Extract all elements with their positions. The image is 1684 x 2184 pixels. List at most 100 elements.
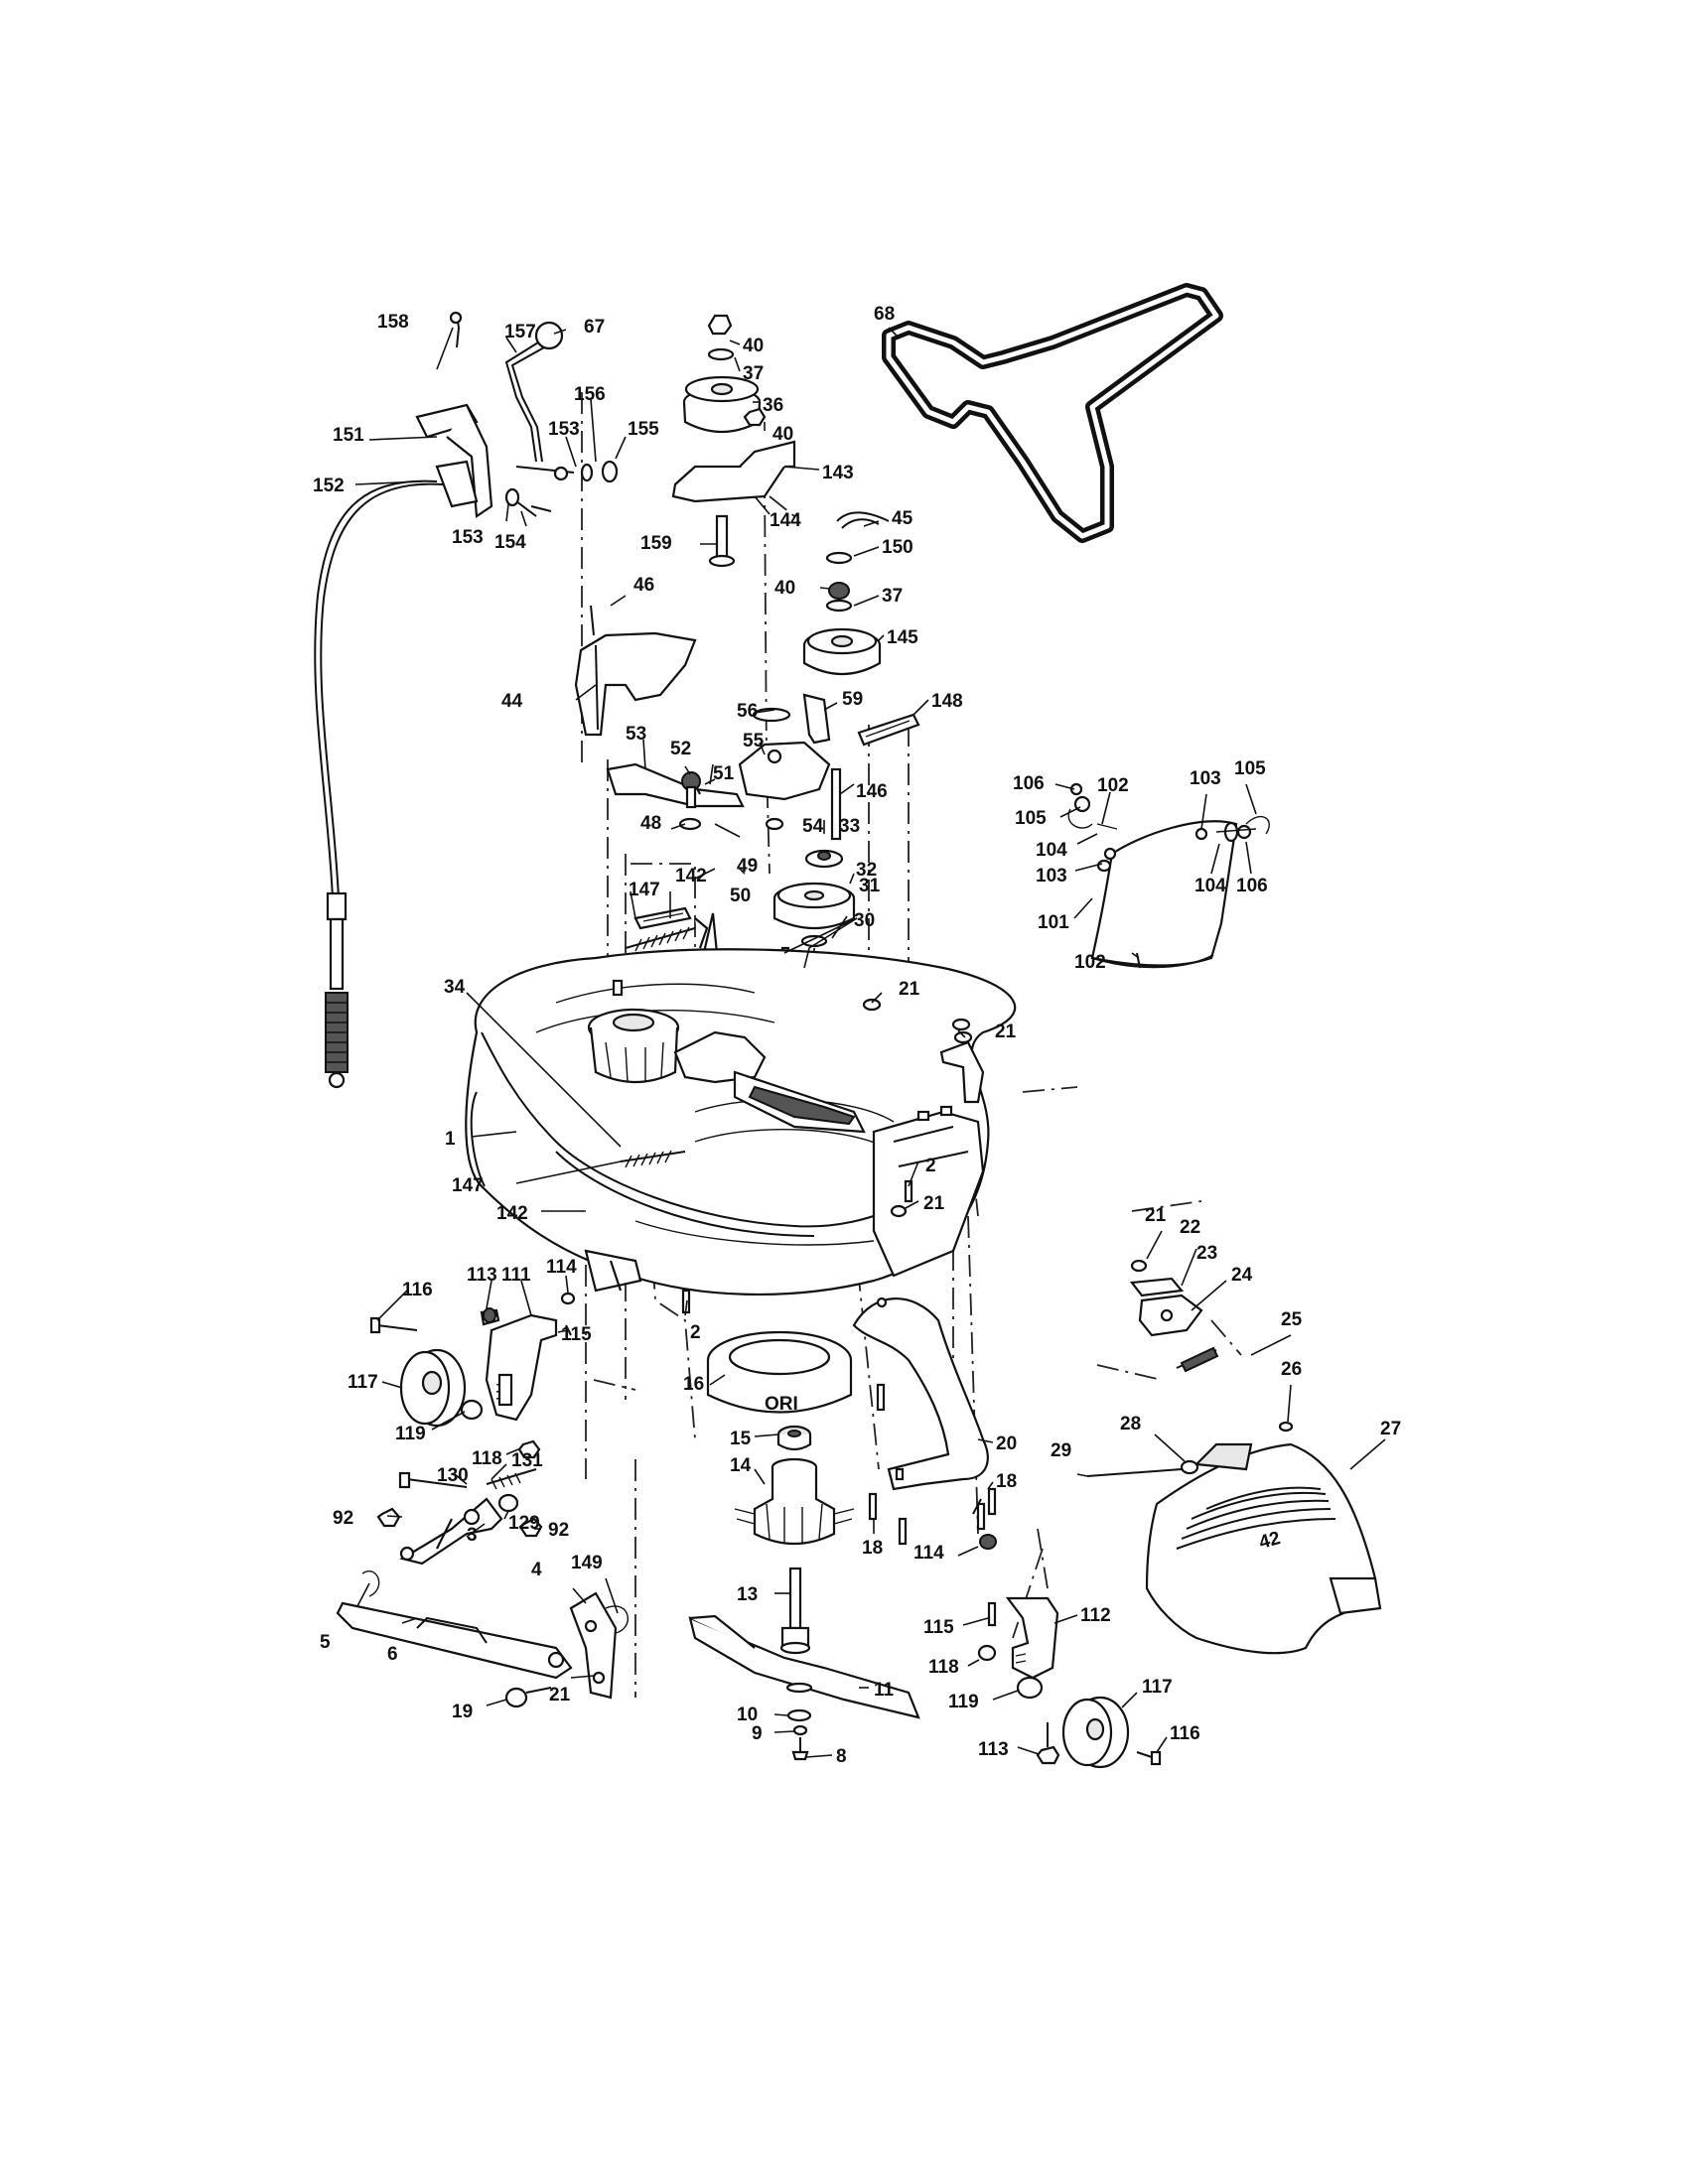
callout-24: 24 [1231, 1265, 1253, 1286]
callout-154: 154 [494, 532, 526, 553]
callout-111: 111 [501, 1265, 531, 1286]
callout-27: 27 [1380, 1419, 1401, 1439]
callout-116-b: 116 [1170, 1723, 1200, 1744]
callout-23: 23 [1196, 1243, 1217, 1264]
callout-118-b: 118 [928, 1657, 959, 1678]
callout-153-lower: 153 [452, 527, 484, 548]
callout-21-e: 21 [549, 1685, 571, 1706]
callout-50: 50 [730, 886, 751, 906]
callout-21: 21 [899, 979, 920, 1000]
callout-117-b: 117 [1142, 1677, 1173, 1698]
callout-54: 54 [802, 816, 824, 837]
callout-37-b: 37 [882, 586, 903, 607]
callout-119-b: 119 [948, 1692, 979, 1712]
callout-103: 103 [1190, 768, 1221, 789]
callout-46: 46 [633, 575, 654, 596]
callout-101: 101 [1038, 912, 1069, 933]
idler-arm-cluster [606, 693, 920, 1029]
callout-15: 15 [730, 1429, 752, 1449]
drive-belt [882, 283, 1223, 543]
deck-right-hardware [862, 998, 985, 1218]
callout-4: 4 [531, 1560, 542, 1580]
mower-deck-housing [465, 948, 1017, 1297]
callout-34: 34 [444, 977, 466, 998]
callout-5: 5 [320, 1632, 331, 1653]
callout-158: 158 [377, 312, 409, 333]
rear-hanger-bracket [1129, 1259, 1294, 1433]
callout-51: 51 [713, 763, 735, 784]
callout-68: 68 [874, 304, 895, 325]
right-gauge-wheel-assembly [977, 1534, 1162, 1769]
callout-156: 156 [574, 384, 606, 405]
callout-103-b: 103 [1036, 866, 1067, 887]
callout-33: 33 [839, 816, 860, 837]
callout-115: 115 [561, 1324, 592, 1345]
callout-10: 10 [737, 1705, 758, 1725]
callout-32: 32 [856, 860, 877, 881]
callout-105-b: 105 [1015, 808, 1047, 829]
callout-147: 147 [629, 880, 660, 900]
callout-142-b: 142 [496, 1203, 528, 1224]
callout-2-b: 2 [690, 1322, 701, 1343]
callout-31: 31 [859, 876, 881, 896]
callout-19: 19 [452, 1702, 473, 1722]
pulley-16-marking: ORI [765, 1394, 798, 1415]
callout-2: 2 [925, 1156, 936, 1176]
callout-113: 113 [467, 1265, 497, 1286]
callout-21-d: 21 [1145, 1205, 1167, 1226]
callout-59: 59 [842, 689, 863, 710]
callout-104-b: 104 [1194, 876, 1226, 896]
callout-114: 114 [546, 1257, 577, 1278]
callout-45: 45 [892, 508, 913, 529]
callout-145: 145 [887, 627, 918, 648]
callout-148: 148 [931, 691, 963, 712]
callout-130: 130 [437, 1465, 469, 1486]
callout-48: 48 [640, 813, 661, 834]
callout-144: 144 [770, 510, 801, 531]
deck-baffle-20 [681, 1289, 997, 1546]
belt-guide-44 [574, 605, 697, 737]
callout-26: 26 [1281, 1359, 1302, 1380]
callout-92: 92 [333, 1508, 353, 1529]
callout-21-c: 21 [923, 1193, 945, 1214]
callout-40: 40 [743, 336, 764, 356]
callout-106: 106 [1013, 773, 1045, 794]
callout-147-b: 147 [452, 1175, 484, 1196]
callout-152: 152 [313, 476, 345, 496]
callout-28: 28 [1120, 1414, 1141, 1434]
callout-151: 151 [333, 425, 364, 446]
callout-159: 159 [640, 533, 672, 554]
callout-146: 146 [856, 781, 888, 802]
callout-36: 36 [763, 395, 783, 416]
callout-102-b: 102 [1074, 952, 1106, 973]
callout-113-b: 113 [978, 1739, 1009, 1760]
callout-104: 104 [1036, 840, 1067, 861]
spring-147-upper [625, 917, 709, 952]
callout-149: 149 [571, 1553, 603, 1573]
callout-112: 112 [1080, 1605, 1111, 1626]
deck-front-shield-27: 42 [1086, 1442, 1382, 1655]
callout-11: 11 [874, 1680, 895, 1701]
callout-142: 142 [675, 866, 707, 887]
callout-157: 157 [504, 322, 536, 342]
callout-18-b: 18 [862, 1538, 883, 1559]
callout-14: 14 [730, 1455, 752, 1476]
callout-55: 55 [743, 731, 765, 751]
callout-92-b: 92 [548, 1520, 569, 1541]
left-gauge-wheel-assembly [369, 1292, 576, 1459]
callout-49: 49 [737, 856, 758, 877]
callout-155: 155 [628, 419, 659, 440]
callout-150: 150 [882, 537, 913, 558]
callout-6: 6 [387, 1644, 398, 1665]
callout-labels: 67 157 158 151 156 153 155 152 153 154 4… [313, 304, 1401, 1767]
callout-29: 29 [1051, 1440, 1071, 1461]
callout-21-b: 21 [995, 1022, 1017, 1042]
callout-117: 117 [348, 1372, 378, 1393]
blade-spindle-assembly: ORI [688, 1330, 920, 1761]
callout-114-b: 114 [913, 1543, 944, 1564]
callout-102: 102 [1097, 775, 1129, 796]
discharge-deflector-101 [1067, 782, 1270, 969]
callout-40-c: 40 [774, 578, 795, 599]
callout-20: 20 [996, 1433, 1017, 1454]
